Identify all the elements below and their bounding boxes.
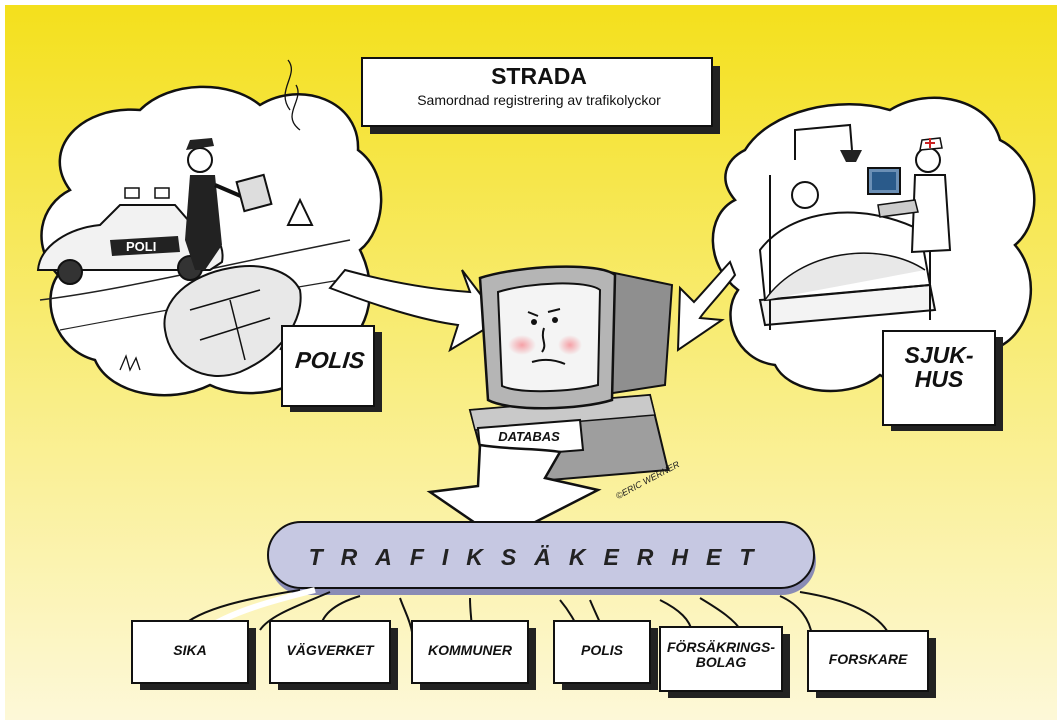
database-label: DATABAS	[498, 429, 560, 444]
recipient-label-vagverket: VÄGVERKET	[270, 643, 390, 658]
page-subtitle: Samordnad registrering av trafikolyckor	[417, 92, 661, 108]
svg-text:POLI: POLI	[126, 239, 156, 254]
policeman-icon	[187, 147, 213, 173]
hospital-label-line2: HUS	[914, 366, 964, 393]
hub-label: TRAFIKSÄKERHET	[308, 544, 772, 570]
title-box	[361, 57, 720, 134]
police-car-icon	[36, 204, 224, 271]
hospital-to-database-arrow	[676, 260, 737, 352]
recipient-label-kommuner: KOMMUNER	[412, 643, 528, 658]
trafiksakerhet-hub	[267, 521, 816, 595]
recipient-line2: BOLAG	[695, 653, 747, 670]
recipient-label-forskare: FORSKARE	[808, 652, 928, 667]
recipient-line1: FÖRSÄKRINGS-	[666, 639, 776, 655]
recipient-line1: FORSKARE	[828, 651, 908, 667]
recipient-box-forskare	[807, 630, 929, 692]
recipient-box-polis	[553, 620, 651, 684]
recipient-label-forsakringsbolag: FÖRSÄKRINGS- BOLAG	[660, 640, 782, 669]
hospital-label-line1: SJUK-	[904, 342, 974, 368]
hospital-scene-cloud	[711, 96, 1036, 393]
police-to-database-arrow	[328, 268, 502, 353]
sjukhus-source-box	[882, 330, 1003, 431]
recipient-label-polis: POLIS	[554, 643, 650, 658]
recipient-box-vagverket	[269, 620, 391, 684]
recipient-line1: SIKA	[173, 642, 207, 658]
hospital-source-label: SJUK- HUS	[884, 343, 994, 391]
polis-source-box	[281, 325, 382, 412]
recipient-box-sika	[131, 620, 249, 684]
warning-triangle-icon	[286, 197, 314, 226]
recipient-line1: POLIS	[580, 642, 623, 658]
recipient-line1: KOMMUNER	[428, 642, 512, 658]
recipient-boxes	[131, 620, 936, 698]
recipient-box-forsakringsbolag	[659, 626, 783, 692]
recipient-box-kommuner	[411, 620, 529, 684]
nurse-icon	[915, 147, 941, 173]
police-source-label: POLIS	[294, 347, 366, 373]
recipient-line1: VÄGVERKET	[286, 642, 374, 658]
page-title: STRADA	[491, 63, 587, 89]
crashed-car-icon	[163, 265, 302, 377]
recipient-label-sika: SIKA	[132, 643, 248, 658]
